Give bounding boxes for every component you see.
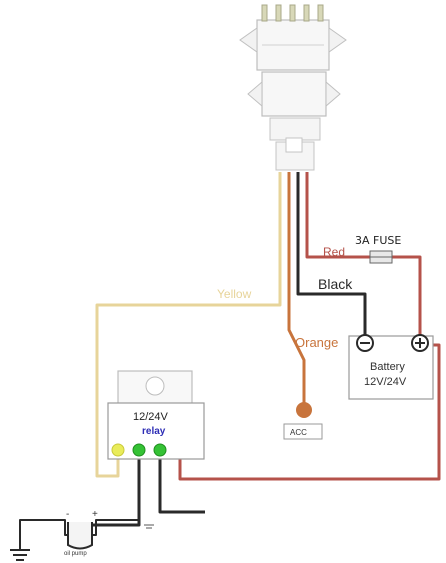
orange-wire-label: Orange	[295, 335, 338, 350]
relay-voltage: 12/24V	[133, 411, 169, 423]
acc-label: ACC	[290, 428, 307, 437]
relay-label: relay	[142, 426, 166, 437]
battery	[348, 334, 434, 400]
pump-label: oil pump	[64, 551, 87, 557]
red-wire	[305, 172, 422, 345]
battery-voltage: 12V/24V	[364, 376, 407, 388]
fuse	[369, 250, 393, 264]
relay-terminal-green-1	[132, 443, 146, 457]
pump-minus-label: -	[66, 509, 69, 520]
relay	[107, 370, 205, 460]
ground-symbol	[10, 549, 30, 561]
relay-ground-wire	[90, 452, 141, 527]
wires	[19, 172, 441, 550]
fuse-label: 3A FUSE	[355, 234, 401, 247]
black-wire	[296, 172, 367, 338]
yellow-wire-label: Yellow	[217, 287, 252, 301]
relay-ground-symbol	[144, 524, 154, 529]
black-wire-label: Black	[318, 276, 353, 292]
relay-terminal-yellow	[111, 443, 125, 457]
red-wire-label: Red	[323, 245, 345, 259]
yellow-wire	[95, 172, 282, 478]
oil-pump	[67, 522, 93, 550]
connector-module	[239, 4, 347, 171]
pump-wire	[19, 519, 140, 550]
orange-wire	[287, 172, 306, 405]
acc-terminal	[283, 402, 323, 440]
relay-terminal-green-2	[153, 443, 167, 457]
relay-output-wire	[158, 452, 205, 514]
pump-plus-label: +	[92, 509, 98, 520]
battery-label: Battery	[370, 361, 405, 373]
